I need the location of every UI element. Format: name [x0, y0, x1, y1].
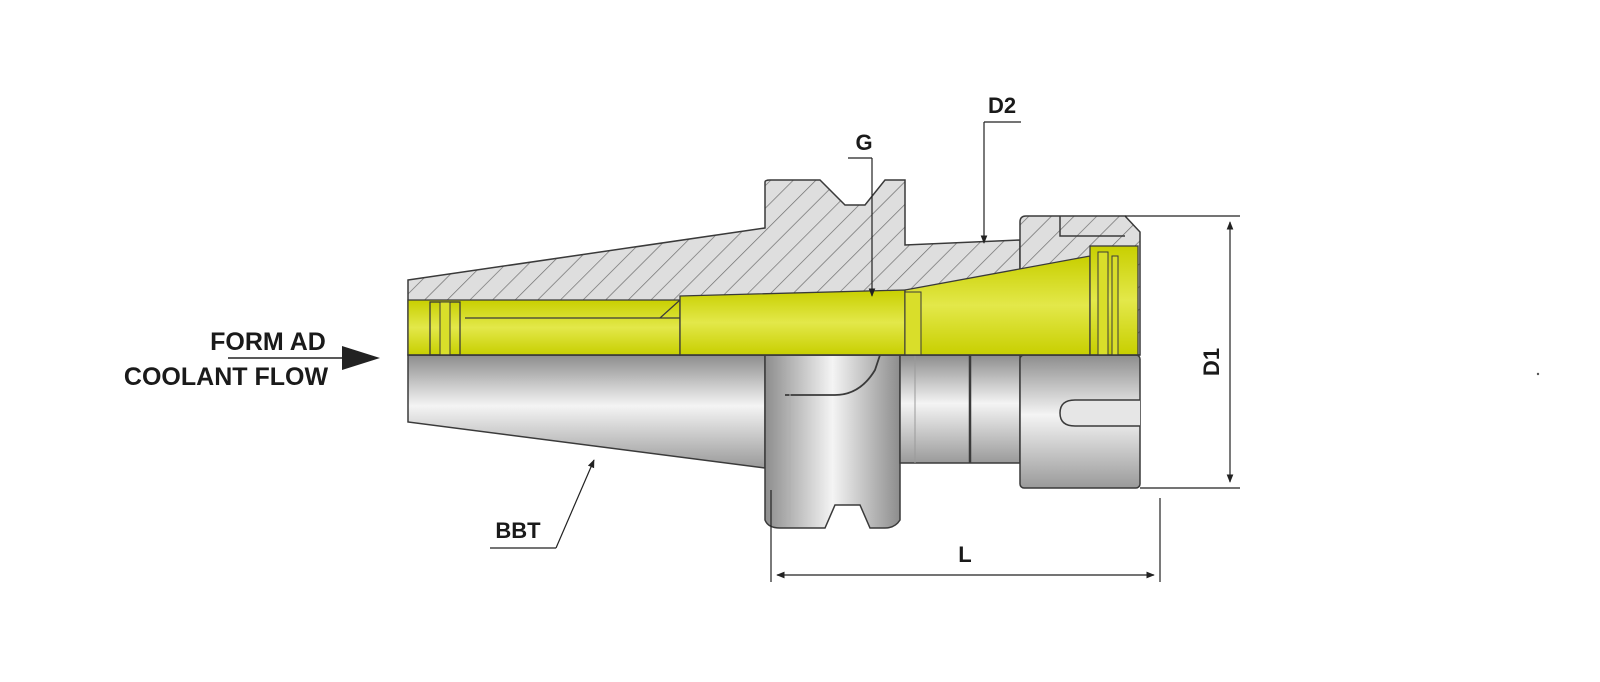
label-coolant-line2: COOLANT FLOW — [124, 363, 329, 391]
coolant-flow-callout: FORM AD COOLANT FLOW — [124, 328, 380, 391]
label-g: G — [855, 130, 872, 155]
nut-wrench-slot — [1059, 399, 1140, 427]
dimension-d1: D1 — [1125, 215, 1240, 489]
neck-lower — [899, 354, 1021, 464]
channel-mid — [679, 289, 906, 356]
dimension-l: L — [770, 490, 1161, 582]
label-d1: D1 — [1199, 348, 1224, 376]
dimension-g: G — [848, 130, 876, 297]
coolant-flow-arrow — [342, 346, 380, 370]
label-d2: D2 — [988, 93, 1016, 118]
dimension-d2: D2 — [980, 93, 1021, 244]
taper-cone-lower — [407, 354, 766, 469]
label-coolant-line1: FORM AD — [210, 328, 326, 356]
bbt-callout: BBT — [490, 459, 595, 549]
exterior-half — [407, 354, 1141, 529]
flange-lower — [764, 354, 901, 529]
label-bbt: BBT — [495, 518, 541, 543]
stray-dot — [1536, 372, 1540, 376]
label-l: L — [958, 542, 971, 567]
coolant-channel — [407, 245, 1139, 356]
drive-key-slot — [785, 354, 881, 396]
